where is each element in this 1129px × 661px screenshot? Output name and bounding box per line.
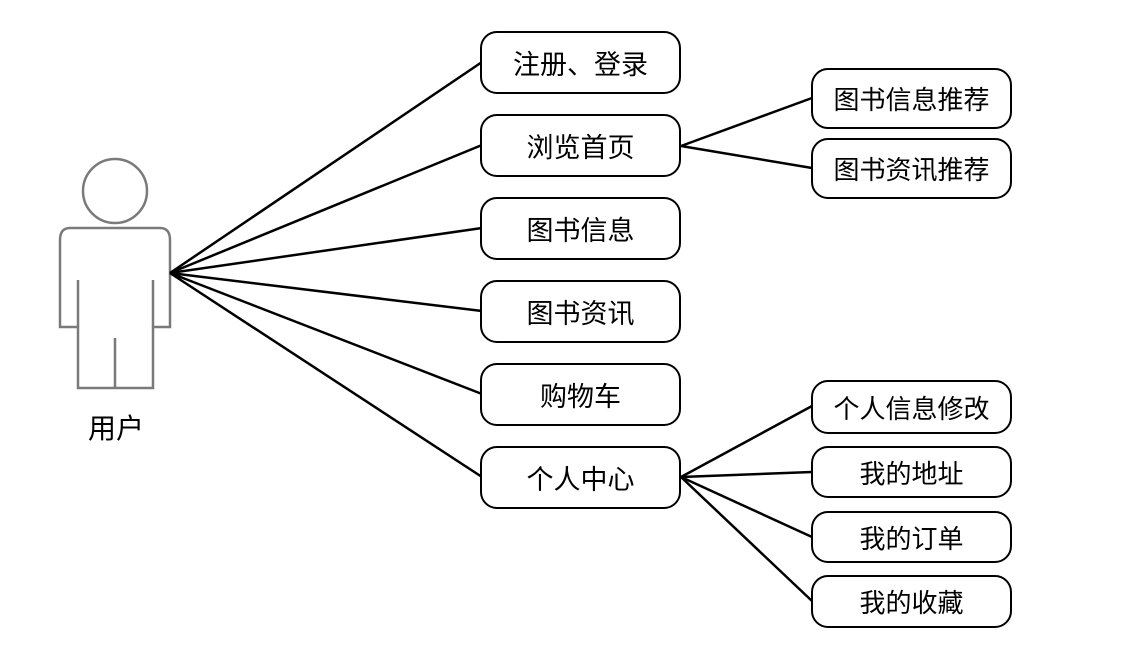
node-book-info[interactable]: 图书信息	[480, 197, 681, 260]
node-my-orders[interactable]: 我的订单	[811, 511, 1012, 563]
edge-center-favorites	[680, 476, 813, 602]
edge-center-profile	[680, 404, 813, 479]
node-shopping-cart[interactable]: 购物车	[480, 363, 681, 426]
edge-center-orders	[680, 475, 813, 539]
node-my-favorites[interactable]: 我的收藏	[811, 575, 1012, 628]
edge-user-cart	[169, 271, 483, 396]
node-book-news-recommend[interactable]: 图书资讯推荐	[811, 138, 1012, 199]
node-book-info-recommend[interactable]: 图书信息推荐	[811, 68, 1012, 129]
node-book-news[interactable]: 图书资讯	[480, 280, 681, 343]
edge-center-address	[680, 470, 813, 479]
edge-browse-rec2	[680, 144, 813, 170]
edge-user-register	[169, 60, 483, 275]
node-profile-edit[interactable]: 个人信息修改	[811, 380, 1012, 434]
node-personal-center[interactable]: 个人中心	[480, 446, 681, 509]
edge-user-bookinfo	[169, 226, 483, 275]
edge-user-browse	[169, 143, 483, 275]
edge-user-center	[169, 271, 483, 479]
edge-browse-rec1	[680, 96, 813, 148]
user-actor-icon	[58, 157, 172, 390]
node-my-address[interactable]: 我的地址	[811, 446, 1012, 498]
actor-label: 用户	[87, 412, 144, 445]
node-browse-home[interactable]: 浏览首页	[480, 114, 681, 177]
node-register-login[interactable]: 注册、登录	[480, 31, 681, 94]
edge-user-booknews	[169, 271, 483, 313]
